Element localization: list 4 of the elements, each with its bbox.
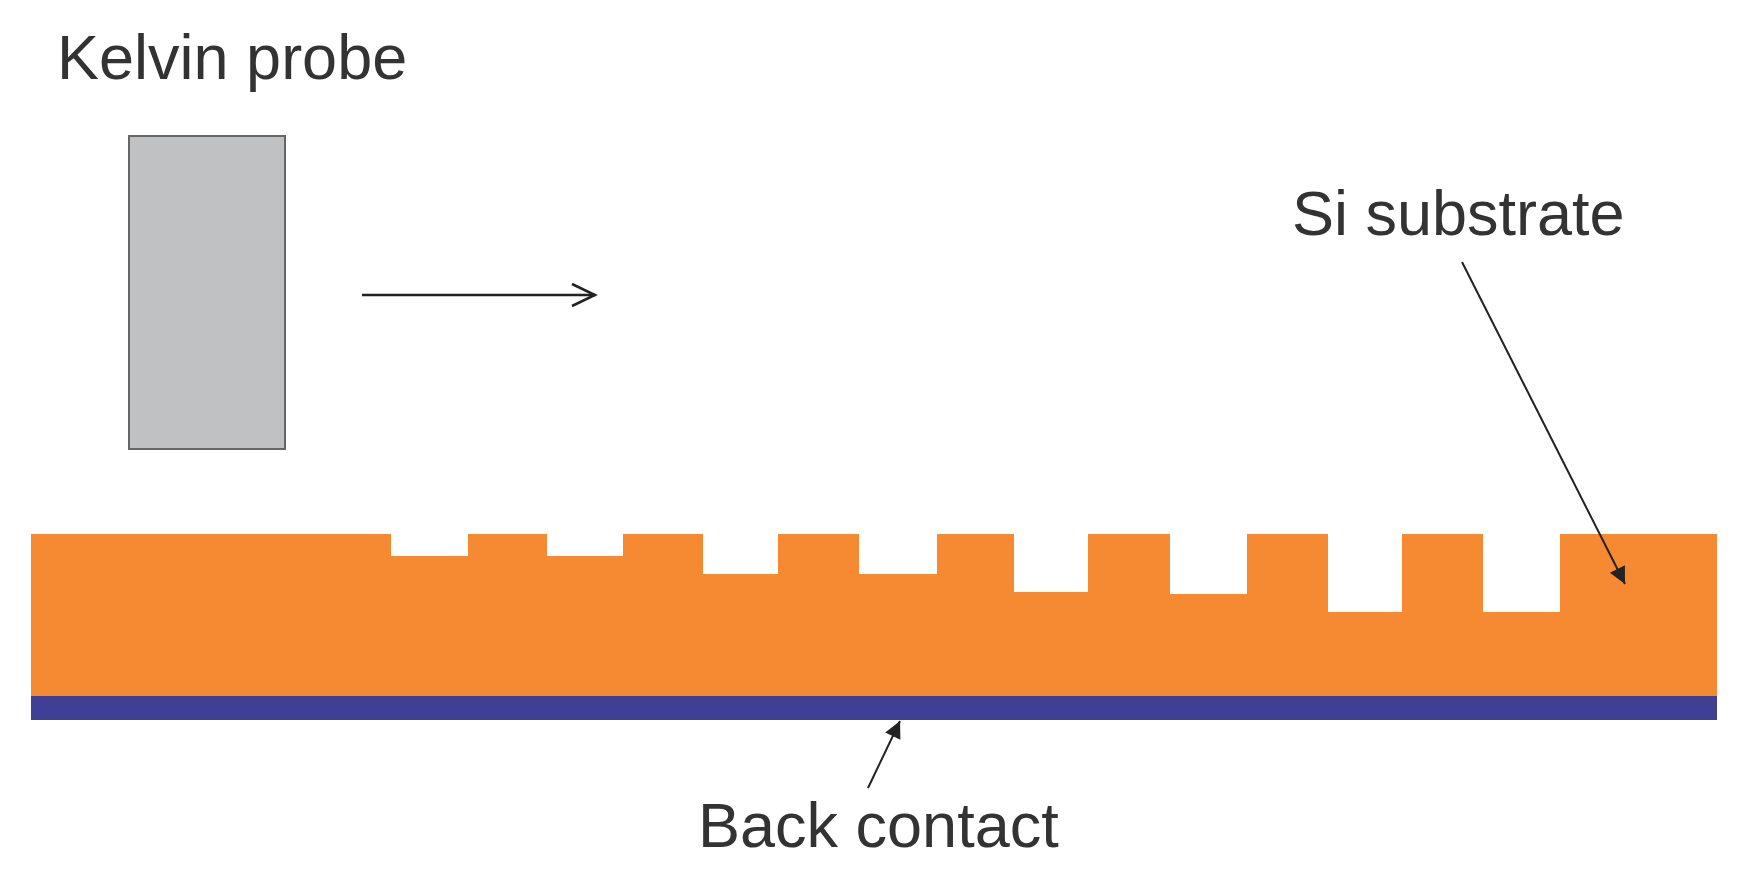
part-label: Back contact xyxy=(698,794,1059,857)
leader-line xyxy=(867,720,901,789)
leader-line xyxy=(1461,261,1626,585)
part-label: Si substrate xyxy=(1292,182,1625,245)
